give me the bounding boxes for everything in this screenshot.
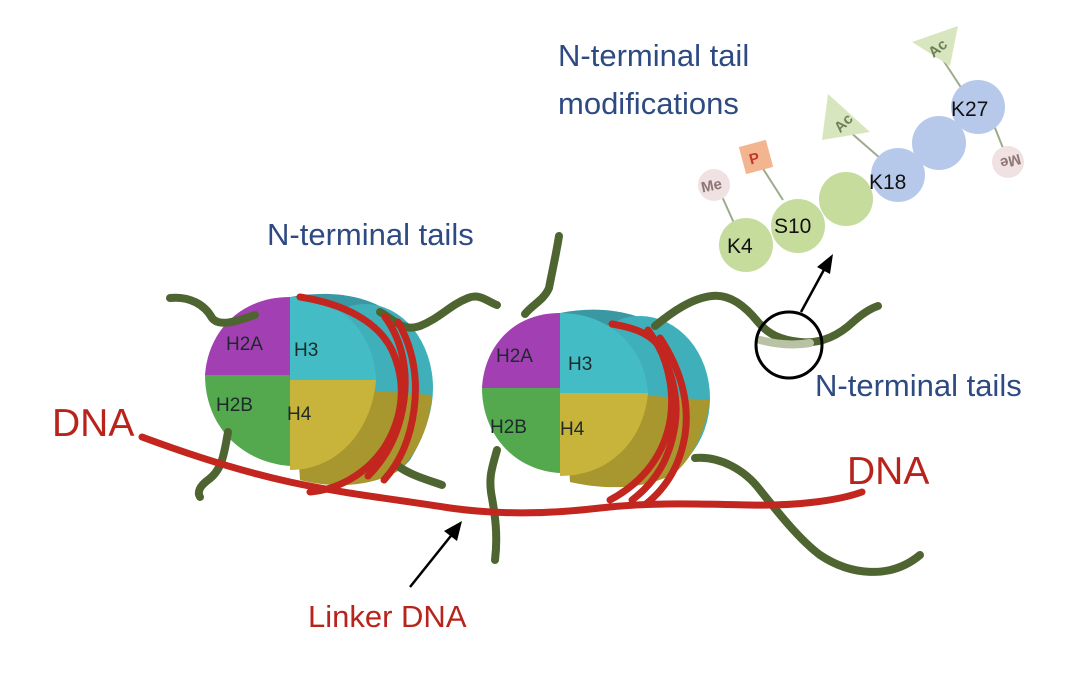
tag-p-s10-box — [738, 139, 774, 175]
dna-strands — [138, 293, 866, 517]
nucleosome-right-h4-label: H4 — [560, 419, 585, 440]
connector-p-s10 — [759, 163, 784, 201]
zoom-arrow-shaft — [799, 265, 828, 313]
tag-me-k4-circle — [698, 169, 730, 201]
nucleosome-left-h2a-label: H2A — [226, 334, 263, 355]
zoom-arrow-head — [817, 254, 833, 274]
nucleosome-right-h2a-label: H2A — [496, 346, 533, 367]
tag-ac-k27-triangle — [912, 26, 958, 66]
dna-main-strand — [138, 433, 866, 517]
linker-dna-label: Linker DNA — [308, 599, 467, 634]
nucleosome-left-h2b — [205, 375, 290, 466]
histone-tails — [166, 232, 924, 576]
tail-highlight-segment — [756, 336, 814, 349]
nucleosome-left-h2a — [205, 297, 290, 375]
tail-right-mid — [486, 446, 501, 564]
nucleosome-right-h2a — [482, 313, 560, 388]
residue-k18-label: K18 — [869, 171, 906, 194]
residue-k18 — [871, 148, 925, 202]
residue-k4-label: K4 — [727, 235, 753, 258]
dna-right-wrap-inner — [642, 334, 690, 508]
tag-me-k4-label: Me — [700, 176, 724, 197]
nucleosome-right-h2b — [482, 388, 560, 473]
tails-label-right: N-terminal tails — [815, 368, 1022, 403]
residue-s10-label: S10 — [774, 215, 811, 238]
tag-ac-k18-triangle — [822, 94, 870, 140]
residue-k27-label: K27 — [951, 98, 988, 121]
tail-right-long — [651, 291, 882, 347]
tail-right-lower — [691, 453, 924, 576]
nucleosome-right-h2b-label: H2B — [490, 417, 527, 438]
nucleosome-left-h3-label: H3 — [294, 340, 318, 361]
nucleosome-left-h3 — [290, 297, 376, 380]
linker-arrow-shaft — [409, 531, 455, 588]
tail-zoom-circle — [754, 310, 824, 380]
modification-chain: K4 S10 K18 K27 Me P Ac Ac Me — [698, 26, 1024, 272]
dna-left-wrap-mid — [364, 313, 409, 480]
residue-k27 — [951, 80, 1005, 134]
tail-left-lower-right — [394, 462, 446, 489]
modifications-title-line1: N-terminal tail — [558, 38, 749, 73]
linker-arrow-head — [444, 521, 462, 541]
dna-label-right: DNA — [847, 450, 929, 493]
tail-left-top — [166, 293, 259, 327]
tails-label-top: N-terminal tails — [267, 217, 474, 252]
tag-p-s10-label: P — [747, 149, 761, 168]
tail-left-bottom — [194, 428, 232, 501]
connector-ac-k18 — [849, 131, 881, 159]
dna-label-left: DNA — [52, 402, 134, 445]
residue-unlabeled-green — [819, 172, 873, 226]
tag-me-k27-label: Me — [998, 150, 1023, 172]
nucleosome-right-h4 — [560, 393, 648, 476]
nucleosome-left-h2b-label: H2B — [216, 395, 253, 416]
nucleosome-left-h4 — [290, 380, 376, 470]
nucleosome-left-h4-label: H4 — [287, 404, 312, 425]
modifications-title-line2: modifications — [558, 86, 739, 121]
nucleosome-right-h3 — [560, 313, 648, 393]
dna-right-wrap-mid — [628, 326, 680, 504]
dna-right-wrap-outer — [606, 320, 676, 504]
tail-right-top — [521, 232, 563, 318]
residue-k4 — [719, 218, 773, 272]
nucleosome-right-h3-label: H3 — [568, 354, 592, 375]
dna-left-wrap-inner — [380, 318, 419, 484]
residue-s10 — [771, 199, 825, 253]
residue-unlabeled-blue — [912, 116, 966, 170]
tag-me-k27-circle — [992, 146, 1024, 178]
